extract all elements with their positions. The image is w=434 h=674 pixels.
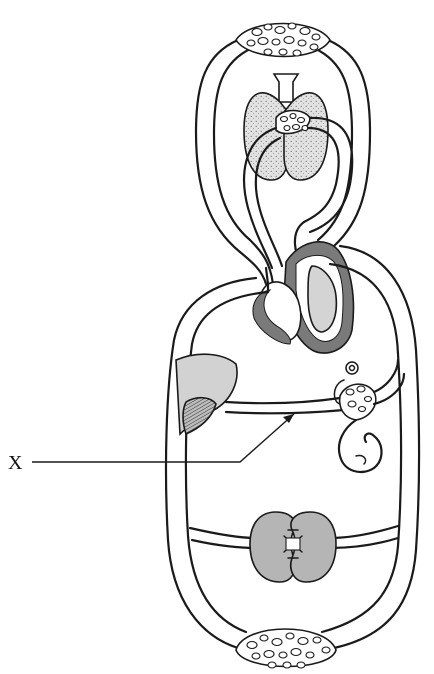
lower-capillary-bed — [236, 629, 336, 668]
kidneys — [250, 512, 336, 582]
hepatic-portal-vein — [226, 398, 344, 413]
label-x: X — [8, 452, 22, 475]
head-capillary-bed — [236, 23, 330, 57]
lung-capillary-bed — [276, 111, 310, 134]
gut-capillary-bed — [340, 384, 376, 420]
trachea — [274, 74, 298, 102]
liver — [176, 354, 237, 434]
label-x-pointer — [32, 414, 294, 462]
